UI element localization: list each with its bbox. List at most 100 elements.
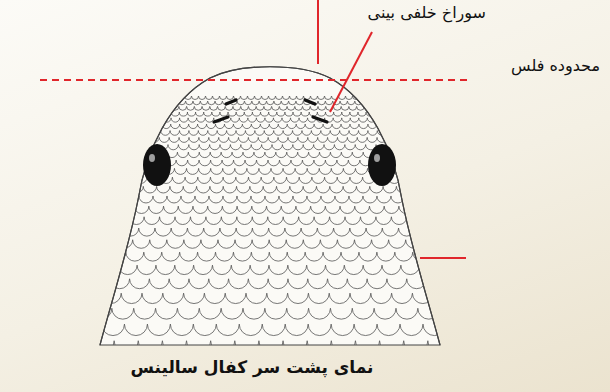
scale <box>137 265 156 274</box>
scale <box>295 106 303 110</box>
scale <box>82 217 97 225</box>
scale <box>319 168 331 174</box>
scale <box>252 206 267 213</box>
scale <box>427 279 447 289</box>
scale <box>138 341 162 350</box>
scale <box>199 160 210 166</box>
scale <box>333 106 341 110</box>
scale <box>419 196 433 203</box>
scale <box>347 137 357 142</box>
scale <box>103 118 112 122</box>
scale <box>215 101 222 105</box>
scale <box>243 152 254 157</box>
scale <box>321 196 335 203</box>
scale <box>194 106 202 110</box>
scale <box>220 145 230 150</box>
scale <box>447 228 463 236</box>
scale <box>288 265 307 274</box>
scale <box>434 131 443 136</box>
scale <box>301 228 317 236</box>
scale <box>363 265 382 274</box>
scale <box>341 252 359 261</box>
scale <box>433 293 454 303</box>
scale <box>337 160 348 166</box>
scale <box>109 106 117 110</box>
scale <box>180 124 189 128</box>
scale <box>404 341 428 350</box>
scale <box>90 186 103 193</box>
scale <box>376 217 391 225</box>
scale <box>399 206 414 213</box>
scale <box>139 228 155 236</box>
scale <box>296 206 311 213</box>
scale <box>359 252 377 261</box>
scale <box>149 101 156 105</box>
scale <box>137 118 146 122</box>
scale <box>168 145 178 150</box>
scale <box>349 106 357 110</box>
scale <box>308 137 318 142</box>
scale <box>221 152 232 157</box>
scale <box>200 101 207 105</box>
scale <box>130 186 143 193</box>
scale <box>179 137 189 142</box>
scale <box>188 118 197 122</box>
scale <box>199 152 210 157</box>
scale <box>99 265 118 274</box>
leader-line <box>420 257 466 259</box>
scale <box>380 341 404 350</box>
scale <box>434 106 442 110</box>
scale <box>210 177 223 183</box>
scale <box>401 177 414 183</box>
scale <box>81 265 100 274</box>
scale <box>106 145 116 150</box>
scale <box>197 186 210 193</box>
scale <box>377 137 387 142</box>
scale <box>125 196 139 203</box>
scale <box>397 145 407 150</box>
scale <box>101 152 112 157</box>
scale <box>193 324 216 335</box>
scale <box>446 279 466 289</box>
scale <box>419 118 428 122</box>
scale <box>153 196 167 203</box>
head-outline-stroke <box>100 67 440 345</box>
scale <box>325 160 336 166</box>
scale <box>262 145 272 150</box>
scale <box>273 118 282 122</box>
scale <box>140 106 148 110</box>
scale <box>241 96 248 100</box>
scale <box>96 177 109 183</box>
scale <box>170 324 193 335</box>
scale <box>189 131 198 136</box>
scale <box>326 112 334 116</box>
scale <box>135 124 144 128</box>
scale <box>120 137 130 142</box>
scale <box>153 124 162 128</box>
scale <box>257 160 268 166</box>
scale <box>167 196 181 203</box>
scale <box>232 152 243 157</box>
scale <box>94 118 103 122</box>
scale <box>80 293 101 303</box>
scale <box>342 118 351 122</box>
scale <box>423 240 440 249</box>
scale <box>443 206 458 213</box>
scale <box>164 206 179 213</box>
scale <box>175 265 194 274</box>
scale <box>439 112 447 116</box>
scale <box>293 145 303 150</box>
scale <box>269 252 287 261</box>
scale <box>134 152 145 157</box>
scale <box>299 177 312 183</box>
scale <box>407 112 415 116</box>
scale <box>314 145 324 150</box>
scale <box>119 160 130 166</box>
scale <box>308 324 331 335</box>
scale <box>415 112 423 116</box>
scale <box>114 131 123 136</box>
scale <box>374 96 381 100</box>
scale <box>149 206 164 213</box>
scale <box>388 96 395 100</box>
scale <box>310 106 318 110</box>
